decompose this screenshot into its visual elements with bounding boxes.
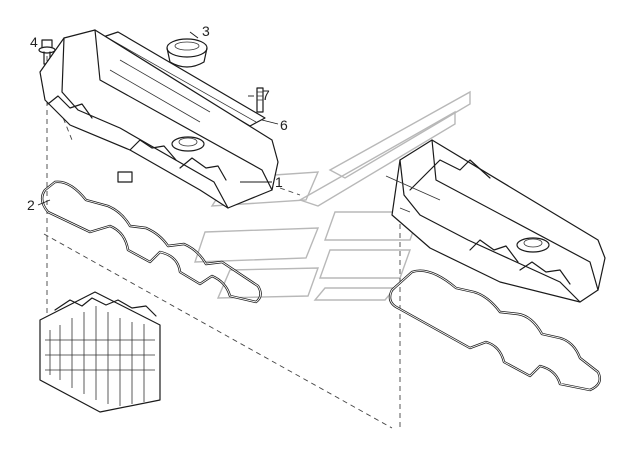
leader-6 <box>261 119 279 125</box>
valve-cover-left <box>39 29 279 209</box>
valve-cover-right <box>385 139 606 303</box>
leader-lines <box>37 31 279 206</box>
callout-2: 2 <box>27 197 35 213</box>
callout-4: 4 <box>30 34 38 50</box>
cylinder-head-block <box>39 291 161 413</box>
callout-1: 1 <box>275 174 283 190</box>
watermark-logo <box>194 90 471 301</box>
callout-3: 3 <box>202 23 210 39</box>
callout-7: 7 <box>262 87 270 103</box>
valve-cover-gasket-right <box>388 269 601 392</box>
leader-3 <box>189 31 199 39</box>
callout-6: 6 <box>280 117 288 133</box>
leader-2 <box>37 199 51 206</box>
oil-filler-cap <box>166 38 208 68</box>
valve-cover-gasket-left <box>40 180 262 304</box>
callout-labels: 4 3 7 6 1 2 <box>27 23 288 213</box>
cover-stud <box>256 87 264 113</box>
alignment-lines <box>43 56 401 429</box>
